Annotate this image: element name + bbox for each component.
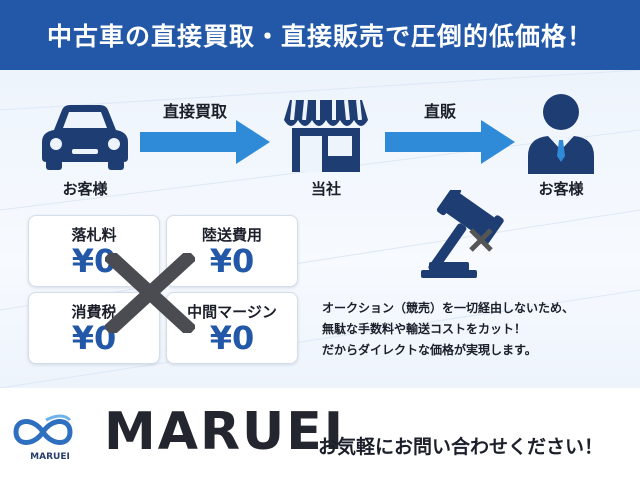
person-icon	[528, 94, 594, 174]
car-icon	[42, 105, 128, 170]
gavel-icon	[421, 190, 504, 278]
brand-name: MARUEI	[104, 402, 346, 462]
cross-mark-icon	[105, 253, 195, 333]
logo-icon	[13, 414, 73, 445]
fee-value: ¥0	[209, 319, 255, 357]
fee-name: 陸送費用	[201, 226, 262, 244]
arrow-right-icon	[140, 120, 270, 164]
explanation-text: オークション（競売）を一切経由しないため、 無駄な手数料や輸送コストをカット！ …	[322, 298, 638, 361]
fee-value: ¥0	[209, 242, 255, 280]
contact-message: お気軽にお問い合わせください！	[318, 436, 604, 458]
explanation-line: だからダイレクトな価格が実現します。	[322, 343, 537, 357]
arrow1-label: 直接買取	[162, 102, 227, 121]
right-customer-label: お客様	[538, 180, 584, 198]
fee-card: 落札料 ¥0	[28, 215, 160, 287]
header-title: 中古車の直接買取・直接販売で圧倒的低価格！	[46, 22, 593, 51]
store-icon	[284, 99, 368, 172]
fee-card: 中間マージン ¥0	[166, 292, 298, 364]
footer: MARUEI MARUEI お気軽にお問い合わせください！	[0, 388, 640, 480]
fee-name: 消費税	[71, 303, 117, 321]
explanation-line: 無駄な手数料や輸送コストをカット！	[322, 322, 527, 336]
explanation-line: オークション（競売）を一切経由しないため、	[322, 301, 575, 315]
company-label: 当社	[310, 180, 341, 198]
header-banner: 中古車の直接買取・直接販売で圧倒的低価格！	[0, 0, 640, 70]
left-customer-label: お客様	[62, 180, 108, 198]
main-panel: お客様 直接買取 当社 直販 お客様	[0, 70, 640, 388]
logo-text: MARUEI	[30, 452, 70, 462]
fee-card: 陸送費用 ¥0	[166, 215, 298, 287]
arrow2-label: 直販	[423, 102, 456, 121]
arrow-right-icon	[385, 120, 515, 164]
fee-name: 落札料	[71, 226, 117, 244]
fee-name: 中間マージン	[187, 303, 277, 321]
